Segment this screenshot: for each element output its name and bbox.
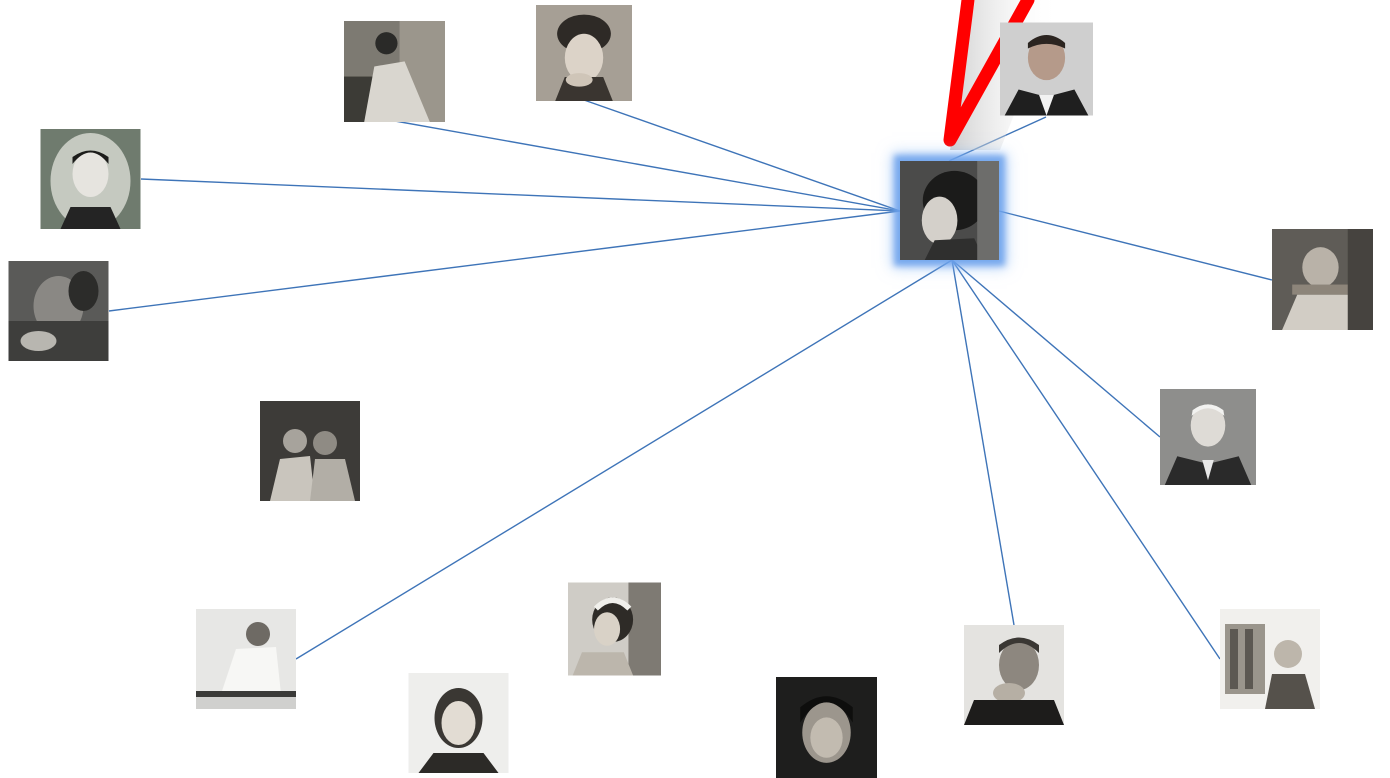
woman-hand-on-chin-image bbox=[536, 5, 632, 101]
portrait-woman-hand-on-chin[interactable] bbox=[536, 5, 632, 101]
portrait-man-with-instrument[interactable] bbox=[1272, 229, 1373, 330]
man-writing-image bbox=[196, 609, 296, 709]
portrait-man-with-building[interactable] bbox=[1220, 609, 1320, 709]
edge-to-older-man-suit bbox=[951, 259, 1161, 438]
portrait-man-dark-hair[interactable] bbox=[776, 677, 877, 778]
edge-to-man-at-fence bbox=[394, 120, 901, 212]
portrait-older-man-suit[interactable] bbox=[1160, 389, 1256, 485]
portrait-man-in-suit[interactable] bbox=[1000, 21, 1093, 117]
two-children-image bbox=[260, 401, 360, 501]
portrait-man-at-fence[interactable] bbox=[344, 21, 445, 122]
man-blurred-image bbox=[8, 261, 109, 361]
edge-to-man-in-suit bbox=[948, 116, 1047, 162]
man-dark-hair-image bbox=[776, 677, 877, 778]
portrait-woman-profile[interactable] bbox=[408, 673, 509, 773]
center-portrait[interactable] bbox=[900, 161, 999, 260]
edge-to-man-with-instrument bbox=[998, 210, 1273, 281]
edge-to-young-man-oval bbox=[140, 178, 901, 212]
center-woman-image bbox=[900, 161, 999, 260]
woman-headband-image bbox=[568, 582, 661, 676]
portrait-man-blurred[interactable] bbox=[8, 261, 109, 361]
young-man-oval-image bbox=[40, 129, 141, 229]
portrait-man-writing[interactable] bbox=[196, 609, 296, 709]
edge-to-man-with-building bbox=[951, 259, 1221, 660]
portrait-young-man-oval[interactable] bbox=[40, 129, 141, 229]
man-with-instrument-image bbox=[1272, 229, 1373, 330]
edge-to-man-writing bbox=[295, 259, 953, 660]
woman-profile-image bbox=[408, 673, 509, 773]
man-with-building-image bbox=[1220, 609, 1320, 709]
older-man-suit-image bbox=[1160, 389, 1256, 485]
man-at-fence-image bbox=[344, 21, 445, 122]
portrait-man-hand-on-chin[interactable] bbox=[964, 625, 1064, 725]
edge-to-woman-hand-on-chin bbox=[583, 99, 901, 212]
portrait-woman-headband[interactable] bbox=[568, 581, 661, 677]
portrait-two-children[interactable] bbox=[260, 401, 360, 501]
edge-to-man-hand-on-chin bbox=[951, 259, 1015, 626]
edge-to-man-blurred bbox=[108, 210, 901, 312]
man-hand-on-chin-image bbox=[964, 625, 1064, 725]
man-in-suit-image bbox=[1000, 22, 1093, 116]
